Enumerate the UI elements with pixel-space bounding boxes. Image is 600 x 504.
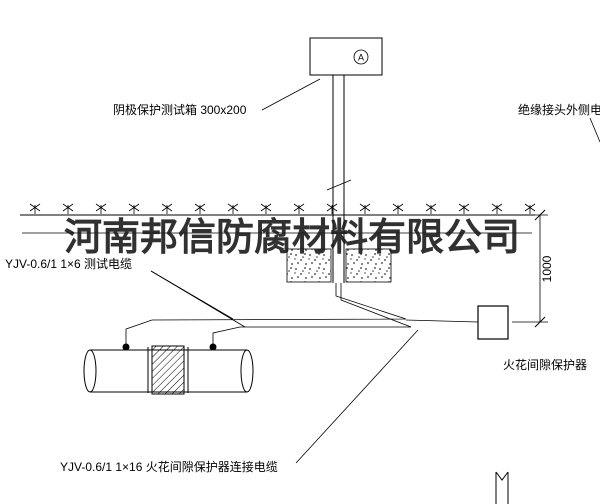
ground-symbol-icon bbox=[425, 203, 437, 215]
cable-runs bbox=[125, 283, 479, 345]
label-test-box: 阴极保护测试箱 300x200 bbox=[113, 78, 321, 117]
ground-symbol-icon bbox=[326, 203, 338, 215]
ground-symbol-icon bbox=[458, 203, 470, 215]
foundation-block-right bbox=[345, 248, 392, 283]
insulation-cable-leader bbox=[589, 117, 600, 143]
watermark: 河南邦信防腐材料有限公司 bbox=[22, 217, 532, 259]
connection-cable-leader bbox=[295, 329, 419, 464]
label-connection-cable: YJV-0.6/1 1×16 火花间隙保护器连接电缆 bbox=[60, 329, 419, 474]
label-insulation-cable: 绝缘接头外侧电缆 bbox=[518, 102, 600, 143]
cable-weld-dot-right bbox=[209, 343, 217, 351]
spark-gap-label: 火花间隙保护器 bbox=[503, 357, 587, 372]
ground-symbol-icon bbox=[95, 203, 107, 215]
ground-symbol-icon bbox=[161, 203, 173, 215]
dim-tick-bottom bbox=[534, 316, 546, 328]
ground-line-group bbox=[20, 203, 536, 216]
test-cable-run-1 bbox=[125, 283, 407, 345]
watermark-text: 河南邦信防腐材料有限公司 bbox=[64, 217, 520, 259]
test-box-body bbox=[309, 37, 383, 76]
insulation-cable-label: 绝缘接头外侧电缆 bbox=[518, 102, 600, 117]
test-cable-leader-2 bbox=[150, 270, 246, 328]
post-break-mark bbox=[326, 179, 352, 191]
insulating-joint-band bbox=[151, 345, 185, 395]
test-cable-run-2 bbox=[212, 283, 412, 345]
riser-notch bbox=[495, 471, 509, 481]
ground-symbol-icon bbox=[293, 203, 305, 215]
meter-circle-icon bbox=[353, 49, 369, 65]
connection-cable-label: YJV-0.6/1 1×16 火花间隙保护器连接电缆 bbox=[60, 459, 278, 474]
ground-symbol-icon bbox=[128, 203, 140, 215]
pipeline bbox=[83, 343, 254, 395]
foundation-block-left bbox=[286, 248, 332, 283]
ground-symbol-icon bbox=[491, 203, 503, 215]
spark-gap-protector-box bbox=[477, 305, 509, 340]
ground-symbol-icon bbox=[260, 203, 272, 215]
cathodic-test-box: A bbox=[309, 37, 383, 76]
ground-symbol-icon bbox=[62, 203, 74, 215]
test-box-post bbox=[326, 75, 352, 283]
ground-symbol-icon bbox=[29, 203, 41, 215]
foundation-blocks bbox=[286, 248, 392, 283]
ground-symbol-icon bbox=[392, 203, 404, 215]
dimension-1000: 1000 bbox=[512, 209, 554, 328]
pipe-left-end bbox=[83, 349, 97, 393]
ground-symbol-icon bbox=[194, 203, 206, 215]
spark-gap-cable-line bbox=[405, 319, 479, 323]
ground-symbol-icon bbox=[524, 203, 536, 215]
test-box-leader bbox=[261, 78, 321, 111]
cable-weld-dot-left bbox=[122, 343, 130, 351]
test-box-label: 阴极保护测试箱 300x200 bbox=[113, 102, 247, 117]
dim-tick-top bbox=[534, 209, 546, 221]
label-test-cable: YJV-0.6/1 1×6 测试电缆 bbox=[5, 256, 246, 328]
ground-symbol-icon bbox=[359, 203, 371, 215]
label-spark-gap: 火花间隙保护器 bbox=[503, 357, 587, 372]
dimension-text: 1000 bbox=[540, 255, 554, 282]
ground-symbol-icon bbox=[227, 203, 239, 215]
meter-letter: A bbox=[358, 53, 364, 63]
insulating-joint bbox=[147, 345, 189, 395]
pipe-riser-symbol bbox=[495, 471, 509, 504]
test-cable-label: YJV-0.6/1 1×6 测试电缆 bbox=[5, 256, 132, 271]
spark-gap-protector bbox=[477, 305, 509, 340]
pipe-right-end bbox=[240, 349, 254, 393]
